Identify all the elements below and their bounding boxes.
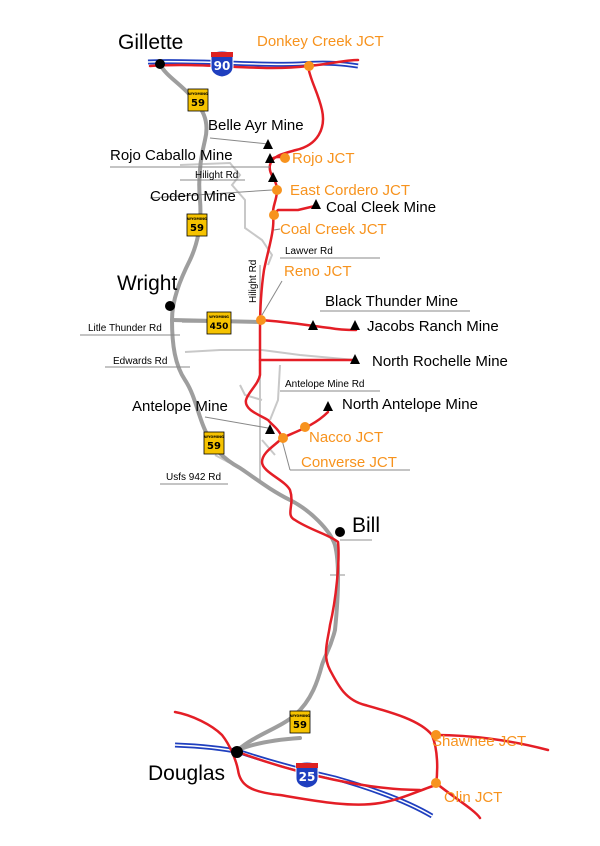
road-label-edwards-rd: Edwards Rd — [113, 356, 167, 367]
city-label-gillette: Gillette — [118, 31, 183, 54]
svg-text:WYOMING: WYOMING — [290, 714, 310, 718]
svg-text:450: 450 — [210, 322, 229, 332]
road-label-lawver-rd: Lawver Rd — [285, 246, 333, 257]
road-label-antelope-mine-rd: Antelope Mine Rd — [285, 379, 365, 390]
jct-label-rojo: Rojo JCT — [292, 150, 355, 167]
svg-text:59: 59 — [191, 98, 205, 109]
city-dot-bill — [335, 527, 345, 537]
wy59-shield-3: WYOMING 59 — [203, 431, 225, 455]
junction-converse — [278, 433, 288, 443]
city-dot-douglas — [231, 746, 243, 758]
jct-label-olin: Olin JCT — [444, 789, 502, 806]
road-label-hilight-rd: Hilight Rd — [195, 170, 238, 181]
road-label-litle-thunder-rd: Litle Thunder Rd — [88, 323, 162, 334]
junction-dots — [256, 61, 441, 788]
road-label-usfs-942-rd: Usfs 942 Rd — [166, 472, 221, 483]
junction-donkey-creek — [304, 61, 314, 71]
mine-icon-coal-cleek — [311, 199, 321, 209]
wy59-shield-4: WYOMING 59 — [289, 710, 311, 734]
city-label-douglas: Douglas — [148, 762, 225, 785]
mine-markers — [263, 139, 360, 434]
mine-icon-north-antelope — [323, 401, 333, 411]
wy450-shield: WYOMING 450 — [206, 311, 232, 335]
rail-coal-cleek-spur — [271, 204, 317, 217]
svg-text:WYOMING: WYOMING — [204, 435, 224, 439]
city-dot-gillette — [155, 59, 165, 69]
railroad-network — [148, 58, 550, 820]
rail-shawnee-spur — [434, 733, 550, 752]
mine-icon-black-thunder — [308, 320, 318, 330]
label-leaders — [80, 137, 470, 485]
mine-icon-belle-ayr — [263, 139, 273, 149]
wy59-shield-1: WYOMING 59 — [187, 88, 209, 112]
wy59-shield-2: WYOMING 59 — [186, 213, 208, 237]
svg-text:WYOMING: WYOMING — [188, 92, 208, 96]
junction-olin — [431, 778, 441, 788]
city-dots — [155, 59, 345, 758]
mine-icon-antelope — [265, 424, 275, 434]
junction-reno — [256, 315, 266, 325]
svg-text:59: 59 — [207, 441, 221, 452]
svg-text:WYOMING: WYOMING — [209, 315, 229, 319]
mine-label-north-antelope: North Antelope Mine — [342, 396, 478, 413]
jct-label-shawnee: Shawnee JCT — [432, 733, 526, 750]
mine-label-jacobs-ranch: Jacobs Ranch Mine — [367, 318, 499, 335]
mine-label-coal-cleek: Coal Cleek Mine — [326, 199, 436, 216]
rail-douglas-east — [236, 750, 422, 792]
mine-label-north-rochelle: North Rochelle Mine — [372, 353, 508, 370]
jct-label-east-cordero: East Cordero JCT — [290, 182, 410, 199]
mine-icon-codero — [268, 172, 278, 182]
svg-text:90: 90 — [214, 59, 231, 73]
junction-coal-creek — [269, 210, 279, 220]
junction-shawnee — [431, 730, 441, 740]
city-label-wright: Wright — [117, 272, 177, 295]
mine-label-antelope: Antelope Mine — [132, 398, 228, 415]
city-dot-wright — [165, 301, 175, 311]
svg-text:59: 59 — [190, 223, 204, 234]
rail-reno-east — [258, 318, 358, 332]
mine-icon-rojo-caballo — [265, 153, 275, 163]
svg-text:WYOMING: WYOMING — [187, 217, 207, 221]
jct-label-converse: Converse JCT — [301, 454, 397, 471]
city-label-bill: Bill — [352, 514, 380, 537]
interstate-90 — [147, 59, 359, 69]
mine-icon-jacobs-ranch — [350, 320, 360, 330]
mine-label-codero: Codero Mine — [150, 188, 236, 205]
jct-label-donkey-creek: Donkey Creek JCT — [257, 33, 384, 50]
svg-text:25: 25 — [299, 770, 316, 784]
junction-nacco — [300, 422, 310, 432]
i25-shield: 25 — [295, 761, 319, 789]
junction-east-cordero — [272, 185, 282, 195]
jct-label-nacco: Nacco JCT — [309, 429, 383, 446]
jct-label-coal-creek: Coal Creek JCT — [280, 221, 387, 238]
mine-label-black-thunder: Black Thunder Mine — [325, 293, 458, 310]
interstate-25 — [174, 742, 434, 819]
mine-label-belle-ayr: Belle Ayr Mine — [208, 117, 304, 134]
jct-label-reno: Reno JCT — [284, 263, 352, 280]
rail-mainline — [173, 64, 439, 806]
svg-text:59: 59 — [293, 720, 307, 731]
rail-i90-corridor — [148, 58, 360, 70]
road-label-hilight-rd-vertical: Hilight Rd — [248, 260, 259, 303]
i90-shield: 90 — [210, 50, 234, 78]
mine-icon-north-rochelle — [350, 354, 360, 364]
junction-rojo — [280, 153, 290, 163]
mine-label-rojo-caballo: Rojo Caballo Mine — [110, 147, 233, 164]
